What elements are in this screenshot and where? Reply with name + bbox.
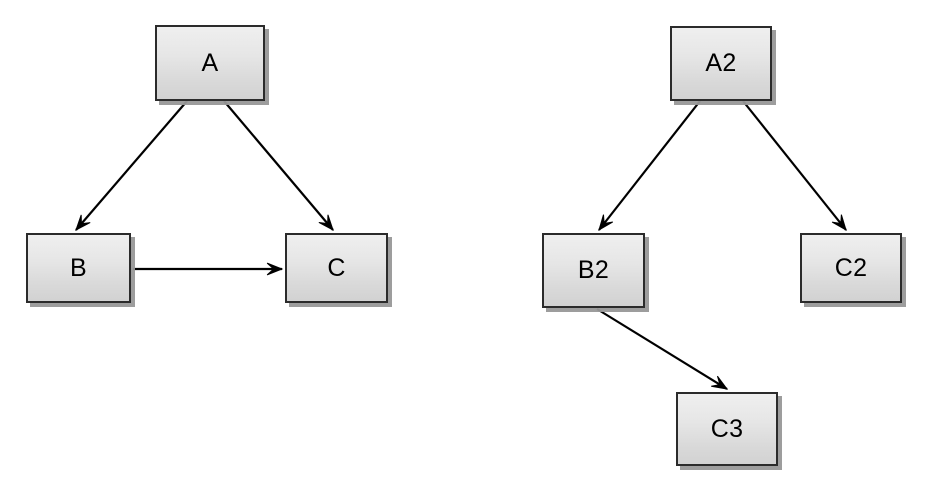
node-C[interactable]: C (285, 233, 388, 303)
node-label-A2: A2 (705, 49, 737, 77)
node-label-A: A (201, 48, 219, 77)
arrowhead-A-B (75, 214, 91, 232)
node-A[interactable]: A (155, 25, 265, 101)
edge-line-A-B (75, 100, 188, 231)
edge-line-A-C (223, 100, 334, 231)
node-label-C2: C2 (834, 253, 868, 282)
arrowhead-A2-B2 (598, 214, 614, 232)
arrowhead-A-C (318, 214, 334, 232)
node-label-B2: B2 (577, 256, 610, 284)
node-C2[interactable]: C2 (800, 233, 902, 303)
arrowhead-B2-C3 (711, 375, 729, 390)
arrowhead-B-C (266, 262, 284, 276)
node-label-C3: C3 (710, 414, 744, 443)
edge-line-A2-C2 (742, 100, 847, 231)
node-label-C: C (327, 253, 346, 282)
node-B2[interactable]: B2 (542, 233, 645, 308)
arrowhead-A2-C2 (831, 214, 847, 232)
node-label-B: B (70, 253, 87, 282)
edge-line-A2-B2 (598, 100, 701, 231)
edge-line-B2-C3 (596, 308, 728, 390)
node-A2[interactable]: A2 (670, 26, 772, 101)
node-C3[interactable]: C3 (676, 392, 778, 466)
node-B[interactable]: B (26, 233, 131, 303)
